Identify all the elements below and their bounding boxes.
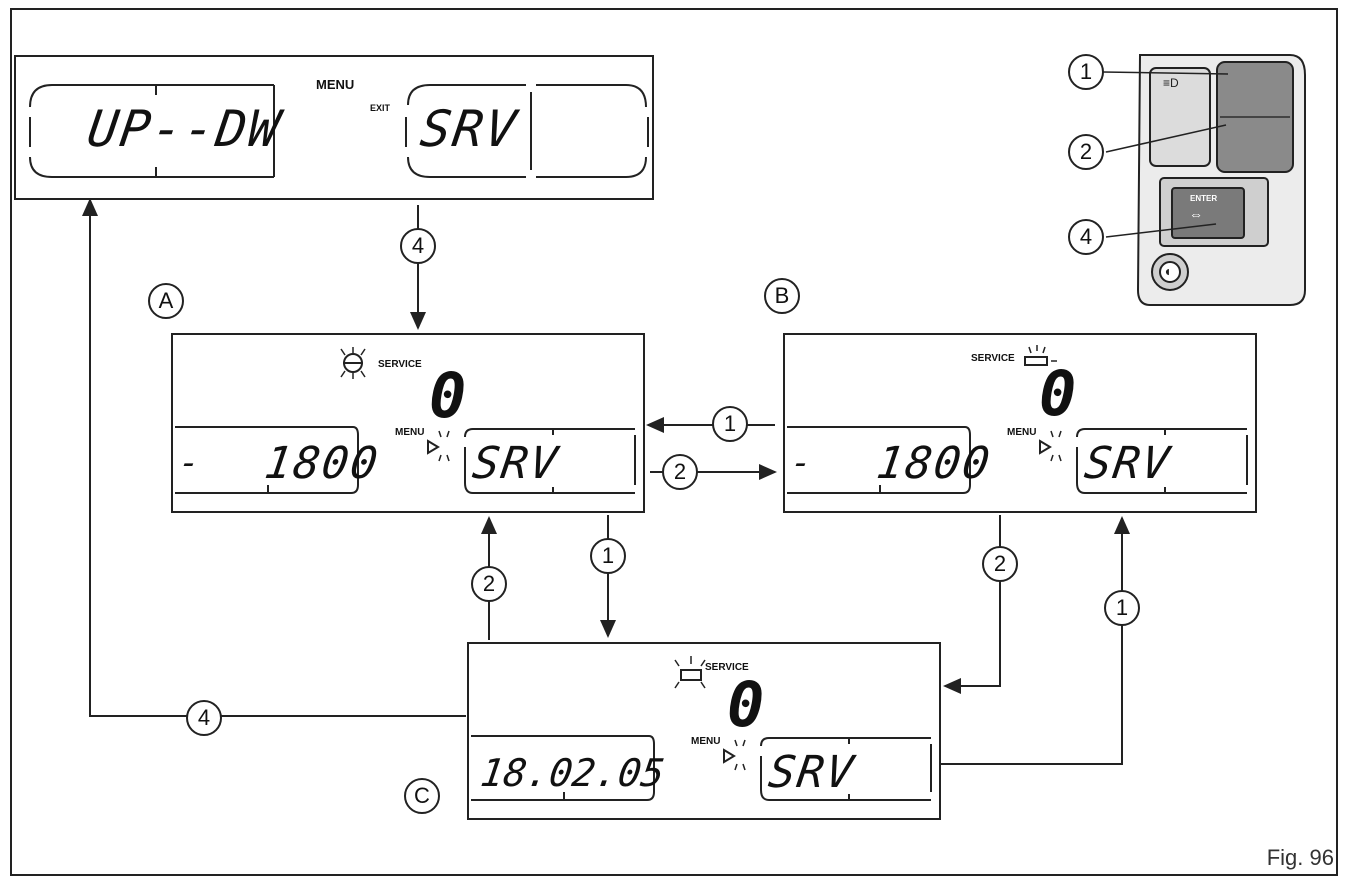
transition-c-to-top-label: 4 bbox=[186, 700, 222, 736]
display-b-tag: B bbox=[764, 278, 800, 314]
display-a-menu-label: MENU bbox=[395, 427, 425, 438]
transition-b-to-c-label: 2 bbox=[982, 546, 1018, 582]
transition-b-to-a-label: 1 bbox=[712, 406, 748, 442]
light-switch bbox=[1149, 67, 1211, 167]
transition-c-to-b-label: 1 bbox=[1104, 590, 1140, 626]
callout-1: 1 bbox=[1068, 54, 1104, 90]
display-b-big-digit: 0 bbox=[1039, 357, 1077, 430]
display-c-menu-label: MENU bbox=[691, 736, 721, 747]
enter-label: ENTER bbox=[1190, 194, 1218, 203]
headlight-icon: ≡D bbox=[1163, 76, 1179, 90]
transition-top-to-a-label: 4 bbox=[400, 228, 436, 264]
callout-2: 2 bbox=[1068, 134, 1104, 170]
top-display: UP--DW MENU EXIT SRV bbox=[14, 55, 654, 200]
top-display-exit-label: EXIT bbox=[370, 103, 391, 113]
figure-label: Fig. 96 bbox=[1266, 845, 1334, 870]
transition-c-to-a-label: 2 bbox=[471, 566, 507, 602]
horn-icon: ◖ bbox=[1163, 263, 1172, 279]
top-display-menu-label: MENU bbox=[316, 77, 355, 92]
display-c-big-digit: 0 bbox=[727, 668, 765, 741]
callout-line-1 bbox=[1102, 71, 1229, 75]
display-b-service-label: SERVICE bbox=[971, 353, 1015, 364]
display-b: SERVICE 0 MENU - 1800 SRV bbox=[783, 333, 1257, 513]
display-a-service-label: SERVICE bbox=[378, 359, 422, 370]
display-a-segment-frames bbox=[175, 347, 636, 494]
transition-a-to-c-label: 1 bbox=[590, 538, 626, 574]
display-c-tag: C bbox=[404, 778, 440, 814]
display-b-menu-label: MENU bbox=[1007, 427, 1037, 438]
display-c-service-label: SERVICE bbox=[705, 662, 749, 673]
callout-4: 4 bbox=[1068, 219, 1104, 255]
display-a: SERVICE 0 MENU - 1800 SRV bbox=[171, 333, 645, 513]
arrows-left-right-icon: ⇔ bbox=[1189, 206, 1203, 222]
callout-line-4 bbox=[1105, 223, 1217, 238]
arrow-c-to-top bbox=[82, 198, 466, 717]
callout-line-2 bbox=[1105, 124, 1227, 153]
display-c-segment-frames bbox=[471, 656, 932, 801]
top-display-segment-frames bbox=[29, 84, 649, 178]
display-a-big-digit: 0 bbox=[429, 359, 467, 432]
display-a-tag: A bbox=[148, 283, 184, 319]
figure-frame bbox=[10, 8, 1338, 876]
display-c: SERVICE 0 MENU 18.02.05 SRV bbox=[467, 642, 941, 820]
display-b-segment-frames bbox=[787, 345, 1248, 494]
enter-button bbox=[1171, 187, 1245, 239]
transition-a-to-b-label: 2 bbox=[662, 454, 698, 490]
